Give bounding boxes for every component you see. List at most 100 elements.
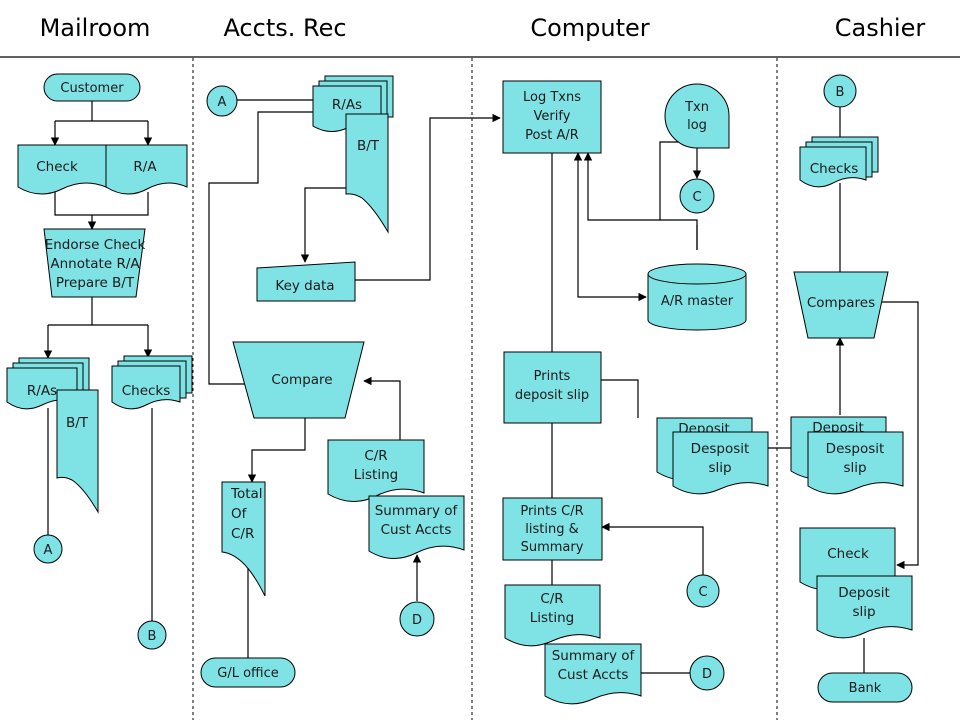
edge-armaster-log bbox=[573, 152, 647, 302]
svg-text:Txn: Txn bbox=[684, 100, 709, 115]
checks-multidocument-mailroom: Checks bbox=[111, 355, 193, 410]
svg-text:Post A/R: Post A/R bbox=[525, 128, 579, 143]
customer-label: Customer bbox=[60, 81, 124, 96]
compare-label: Compare bbox=[271, 372, 332, 388]
prints-cr-process: Prints C/R listing & Summary bbox=[502, 497, 603, 561]
svg-text:Deposit: Deposit bbox=[838, 585, 890, 601]
gl-office-label: G/L office bbox=[217, 666, 279, 681]
svg-text:Check: Check bbox=[827, 546, 869, 562]
bt-label-accts: B/T bbox=[357, 138, 380, 154]
svg-text:C/R: C/R bbox=[364, 448, 387, 464]
svg-text:A: A bbox=[218, 95, 227, 110]
svg-text:slip: slip bbox=[843, 460, 866, 476]
svg-text:Summary of: Summary of bbox=[375, 503, 459, 519]
ra-label: R/A bbox=[133, 159, 157, 175]
svg-text:Endorse Check: Endorse Check bbox=[45, 237, 146, 253]
svg-text:Prints C/R: Prints C/R bbox=[520, 504, 583, 519]
connector-c-bottom: C bbox=[686, 574, 720, 608]
edge-join-bar bbox=[54, 192, 149, 216]
svg-text:Prints: Prints bbox=[534, 369, 571, 384]
svg-text:Verify: Verify bbox=[534, 109, 571, 124]
edge-crlisting-to-compare bbox=[363, 376, 401, 440]
cr-listing-document-accts: C/R Listing bbox=[327, 439, 425, 502]
connector-b-mailroom: B bbox=[137, 620, 167, 650]
bank-label: Bank bbox=[849, 681, 882, 696]
compare-process: Compare bbox=[232, 341, 365, 419]
svg-text:slip: slip bbox=[852, 604, 875, 620]
log-verify-post-process: Log Txns Verify Post A/R bbox=[502, 80, 602, 154]
summary-document-computer: Summary of Cust Accts bbox=[544, 643, 642, 705]
endorse-process: Endorse Check Annotate R/A Prepare B/T bbox=[43, 228, 146, 298]
ar-master-database: A/R master bbox=[647, 263, 747, 331]
check-document-cashier: Check bbox=[799, 527, 896, 591]
ra-document: R/A bbox=[105, 144, 188, 195]
svg-text:Cust Accts: Cust Accts bbox=[558, 667, 629, 683]
deposit-multidocument-computer: Deposit Desposit slip bbox=[656, 417, 769, 495]
connector-c-top: C bbox=[679, 178, 715, 214]
connector-d-accts: D bbox=[399, 601, 435, 637]
svg-text:C: C bbox=[692, 190, 701, 205]
customer-terminal: Customer bbox=[43, 73, 141, 102]
key-data-label: Key data bbox=[275, 278, 334, 294]
compares-label: Compares bbox=[807, 295, 875, 311]
svg-text:Cust Accts: Cust Accts bbox=[381, 522, 452, 538]
txn-log-storage: Txn log bbox=[664, 83, 730, 149]
check-document: Check bbox=[17, 144, 107, 195]
lane-title-computer: Computer bbox=[530, 14, 649, 42]
svg-text:C: C bbox=[698, 585, 707, 600]
svg-text:C/R: C/R bbox=[231, 526, 254, 542]
deposit-multidocument-cashier: Deposit Desposit slip bbox=[790, 416, 904, 495]
svg-text:Prepare B/T: Prepare B/T bbox=[56, 275, 135, 291]
lane-title-mailroom: Mailroom bbox=[40, 14, 151, 42]
svg-text:A: A bbox=[44, 543, 53, 558]
edge-keydata-to-log bbox=[355, 113, 501, 281]
compares-process: Compares bbox=[793, 271, 889, 339]
bt-document-accts: B/T bbox=[345, 113, 389, 234]
edge-c-to-printscr bbox=[601, 522, 704, 575]
cr-listing-document-computer: C/R Listing bbox=[504, 584, 601, 647]
svg-text:Of: Of bbox=[231, 506, 248, 522]
checks-label-mailroom: Checks bbox=[122, 383, 171, 399]
gl-office-terminal: G/L office bbox=[200, 657, 296, 688]
bank-terminal: Bank bbox=[817, 672, 913, 703]
svg-text:B: B bbox=[836, 85, 845, 100]
connector-d-computer: D bbox=[689, 655, 725, 691]
bt-label-mailroom: B/T bbox=[66, 415, 89, 431]
edge-ras-to-compare bbox=[208, 111, 313, 389]
deposit-slip-document-cashier: Deposit slip bbox=[816, 575, 913, 639]
connector-a-mailroom: A bbox=[33, 534, 63, 564]
lane-title-accts-rec: Accts. Rec bbox=[223, 14, 346, 42]
checks-multidocument-cashier: Checks bbox=[799, 136, 879, 188]
edge-compares-to-check bbox=[877, 301, 919, 570]
svg-text:Annotate R/A: Annotate R/A bbox=[50, 256, 140, 272]
connector-a-accts: A bbox=[206, 85, 238, 117]
svg-text:D: D bbox=[702, 667, 712, 682]
edge-prints-to-deposit bbox=[601, 379, 639, 418]
ras-label-mailroom: R/As bbox=[27, 383, 57, 399]
summary-document-accts: Summary of Cust Accts bbox=[368, 495, 465, 559]
edge-compare-to-total bbox=[247, 418, 306, 483]
svg-text:Summary: Summary bbox=[521, 540, 584, 555]
svg-text:Log Txns: Log Txns bbox=[523, 90, 581, 105]
key-data-input: Key data bbox=[256, 261, 356, 302]
svg-text:log: log bbox=[687, 118, 707, 133]
svg-text:Desposit: Desposit bbox=[691, 441, 750, 457]
svg-text:Listing: Listing bbox=[530, 610, 574, 626]
checks-label-cashier: Checks bbox=[810, 161, 859, 177]
svg-text:Desposit: Desposit bbox=[826, 441, 885, 457]
edge-armaster-up bbox=[660, 219, 698, 250]
svg-text:B: B bbox=[148, 629, 157, 644]
bt-document-mailroom: B/T bbox=[56, 389, 99, 514]
svg-text:deposit slip: deposit slip bbox=[515, 388, 589, 403]
total-cr-document: Total Of C/R bbox=[221, 481, 266, 597]
lane-title-cashier: Cashier bbox=[835, 14, 926, 42]
ras-label-accts: R/As bbox=[332, 97, 362, 113]
svg-text:D: D bbox=[412, 613, 422, 628]
svg-text:listing &: listing & bbox=[525, 522, 578, 537]
edge-txnlog-to-log bbox=[583, 141, 689, 221]
edge-bt-to-keydata bbox=[300, 187, 346, 263]
svg-text:slip: slip bbox=[708, 460, 731, 476]
check-label: Check bbox=[36, 159, 78, 175]
edges bbox=[43, 99, 919, 674]
